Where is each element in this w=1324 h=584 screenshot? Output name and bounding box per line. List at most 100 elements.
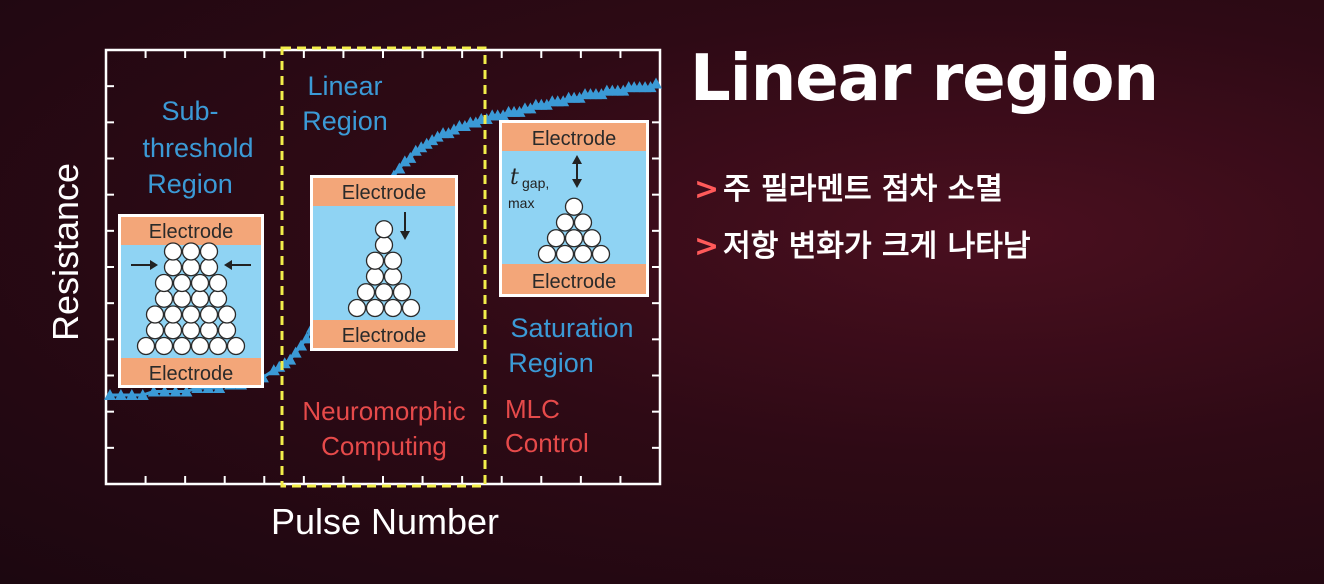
data-point [295, 339, 308, 351]
inset2-bottom-electrode: Electrode [342, 325, 427, 347]
sub-threshold-label-line1: Sub- [161, 96, 218, 126]
filament-ball [208, 336, 228, 356]
filament-ball [181, 258, 201, 277]
data-point [398, 155, 411, 167]
inset2-filament [347, 220, 421, 318]
neuromorphic-label-line2: Computing [321, 431, 447, 461]
filament-ball [181, 321, 201, 340]
filament-ball [356, 283, 376, 302]
filament-ball [374, 235, 394, 255]
data-point [557, 95, 570, 107]
filament-ball [537, 244, 557, 264]
filament-ball [374, 220, 394, 239]
mlc-label-line1: MLC [505, 394, 560, 424]
data-point [447, 123, 460, 135]
linear-region-label-line1: Linear [307, 71, 382, 101]
inset2-top-electrode: Electrode [342, 182, 427, 204]
filament-ball [181, 305, 201, 324]
x-axis-label: Pulse Number [271, 501, 499, 542]
bullet-marker: > [694, 229, 720, 264]
neuromorphic-label-line1: Neuromorphic [302, 396, 465, 426]
data-point [267, 364, 280, 376]
filament-ball [163, 242, 183, 261]
inset1-top-electrode: Electrode [149, 221, 234, 243]
saturation-region-label-line1: Saturation [510, 313, 633, 343]
filament-ball [365, 251, 385, 270]
filament-ball [190, 336, 210, 356]
filament-ball [365, 267, 385, 286]
data-point [513, 105, 526, 117]
filament-ball [172, 289, 192, 308]
data-point [180, 385, 193, 397]
gap-label-sub2: max [508, 195, 534, 211]
data-point [650, 77, 662, 89]
filament-ball [383, 298, 403, 318]
data-point [169, 385, 182, 397]
mlc-label-line2: Control [505, 428, 589, 458]
filament-ball [374, 283, 394, 302]
linear-region-label-line2: Region [302, 106, 388, 136]
filament-ball [145, 321, 165, 340]
data-point [415, 141, 428, 153]
data-point [114, 389, 127, 401]
bullet-item-2: >저항 변화가 크게 나타남 [694, 221, 1030, 265]
data-point [540, 98, 553, 110]
filament-ball [154, 273, 174, 293]
filament-ball [573, 213, 593, 232]
filament-ball [401, 298, 421, 318]
data-point [404, 151, 417, 163]
filament-ball [199, 258, 219, 277]
sub-threshold-label-line2: threshold [142, 133, 253, 163]
bullet-item-1: >주 필라멘트 점차 소멸 [694, 164, 1003, 208]
filament-ball [190, 289, 210, 308]
data-point [458, 120, 471, 132]
inset1-bottom-electrode: Electrode [149, 363, 234, 385]
data-point [431, 130, 444, 142]
filament-ball [347, 298, 367, 318]
inset-linear: Electrode Electrode [310, 175, 458, 351]
data-point [617, 84, 630, 96]
inset-subthreshold: Electrode Electrode [118, 214, 264, 388]
filament-ball [154, 289, 174, 308]
data-point [158, 385, 171, 397]
filament-ball [582, 229, 602, 248]
filament-ball [154, 336, 174, 356]
bullet-marker: > [694, 172, 720, 207]
data-point [147, 385, 160, 397]
data-point [393, 162, 406, 174]
data-point [469, 116, 482, 128]
data-point [300, 332, 313, 344]
data-point [573, 91, 586, 103]
filament-ball [383, 267, 403, 286]
inset3-top-electrode: Electrode [532, 128, 617, 150]
inset3-bottom-electrode: Electrode [532, 271, 617, 293]
filament-ball [226, 336, 246, 356]
data-point [524, 102, 537, 114]
bullet-text-1: 주 필라멘트 점차 소멸 [723, 172, 1003, 207]
filament-ball [145, 305, 165, 324]
slide-title: Linear region [690, 42, 1159, 116]
filament-ball [172, 336, 192, 356]
filament-ball [163, 258, 183, 277]
filament-ball [573, 244, 593, 264]
filament-ball [199, 242, 219, 261]
filament-ball [546, 229, 566, 248]
gap-label-t: t [510, 165, 519, 190]
inset1-filament [136, 242, 246, 356]
filament-ball [217, 305, 237, 324]
data-point [136, 389, 149, 401]
filament-ball [383, 251, 403, 270]
linear-region-highlight [280, 46, 487, 488]
filament-ball [564, 229, 584, 248]
data-point [426, 134, 439, 146]
data-point [442, 127, 455, 139]
data-point [125, 389, 138, 401]
filament-ball [392, 283, 412, 302]
filament-ball [199, 305, 219, 324]
gap-label-sub1: gap, [522, 175, 549, 191]
y-axis-label: Resistance [45, 163, 86, 341]
data-point [497, 109, 510, 121]
filament-ball [163, 305, 183, 324]
filament-ball [172, 273, 192, 293]
